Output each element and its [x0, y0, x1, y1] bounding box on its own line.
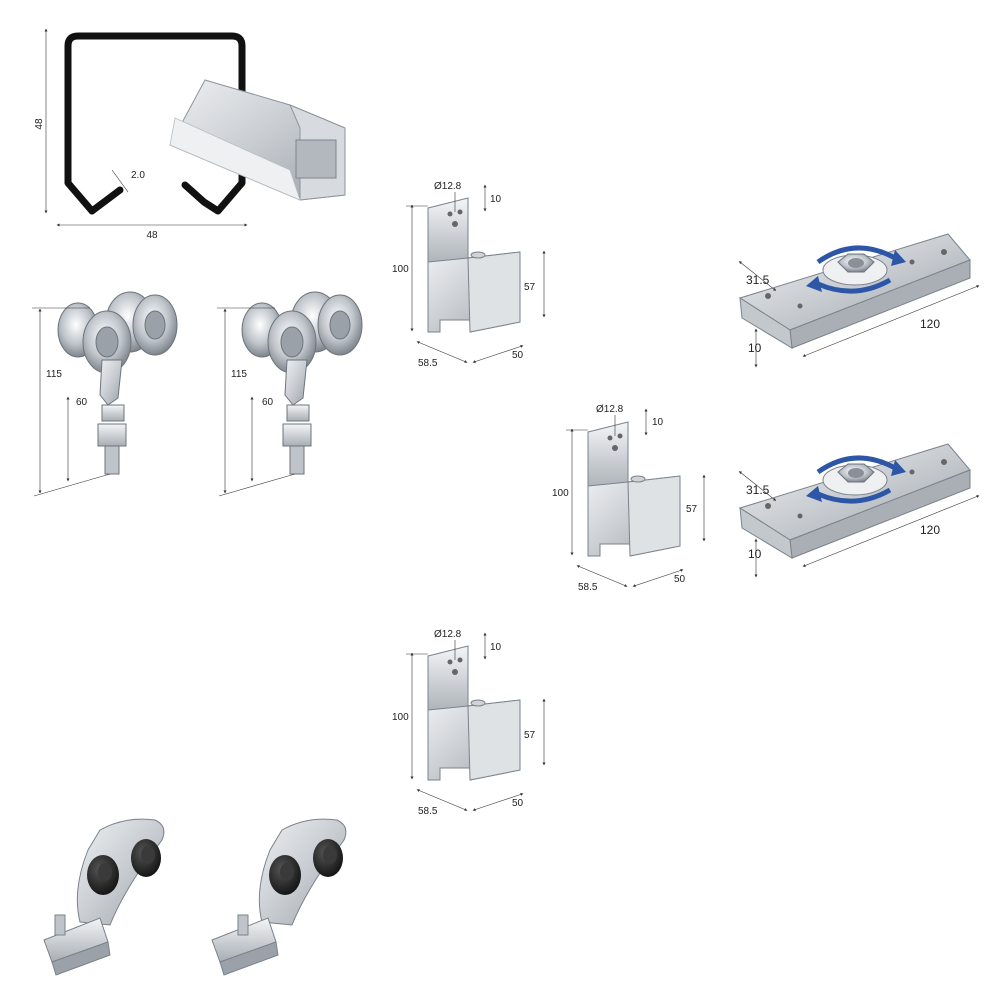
- rail-thickness-label: 2.0: [131, 170, 145, 181]
- trolley-left-bolt-label: 60: [76, 397, 88, 408]
- bracket-top-inner-label: 57: [524, 282, 536, 293]
- plate-bottom: 31.5 120 10: [738, 443, 980, 578]
- bracket-mid-inner-label: 57: [686, 504, 698, 515]
- bracket-mid-depth-label: 58.5: [578, 582, 598, 593]
- bracket-bottom-inner-label: 57: [524, 730, 536, 741]
- bracket-bottom-width-label: 50: [512, 798, 524, 809]
- floor-guide-right: [211, 818, 347, 976]
- trolley-right-bolt-label: 60: [262, 397, 274, 408]
- rail-height-label: 48: [34, 118, 45, 130]
- plate-bottom-height-label: 10: [748, 547, 762, 561]
- plate-top: 31.5 120 10: [738, 233, 980, 368]
- bracket-bottom-offset-label: 10: [490, 642, 502, 653]
- bracket-mid: 100 57 58.5 50 Ø12.8 10: [552, 404, 706, 593]
- bracket-top-depth-label: 58.5: [418, 358, 438, 369]
- rail-width-label: 48: [146, 230, 158, 241]
- bracket-bottom-depth-label: 58.5: [418, 806, 438, 817]
- plate-bottom-length-label: 120: [920, 523, 940, 537]
- bracket-mid-offset-label: 10: [652, 417, 664, 428]
- plate-top-height-label: 10: [748, 341, 762, 355]
- bracket-mid-hole-label: Ø12.8: [596, 404, 624, 415]
- bracket-mid-height-label: 100: [552, 488, 569, 499]
- bracket-top-hole-label: Ø12.8: [434, 181, 462, 192]
- plate-bottom-offset-label: 31.5: [746, 483, 770, 497]
- trolley-right-height-label: 115: [231, 369, 247, 380]
- rail-3d: [169, 79, 346, 201]
- trolley-left-height-label: 115: [46, 369, 62, 380]
- plate-top-offset-label: 31.5: [746, 273, 770, 287]
- rail-profile: 48 48 2.0: [34, 28, 248, 241]
- bracket-mid-width-label: 50: [674, 574, 686, 585]
- floor-guide-left: [43, 818, 165, 976]
- trolley-left: 115 60: [32, 291, 178, 497]
- plate-top-length-label: 120: [920, 317, 940, 331]
- bracket-top: 100 57 58.5 50 Ø12.8 10: [392, 181, 546, 369]
- bracket-top-width-label: 50: [512, 350, 524, 361]
- bracket-bottom-hole-label: Ø12.8: [434, 629, 462, 640]
- bracket-top-height-label: 100: [392, 264, 409, 275]
- trolley-right: 115 60: [217, 291, 363, 497]
- bracket-bottom: 100 57 58.5 50 Ø12.8 10: [392, 629, 546, 817]
- bracket-top-offset-label: 10: [490, 194, 502, 205]
- bracket-bottom-height-label: 100: [392, 712, 409, 723]
